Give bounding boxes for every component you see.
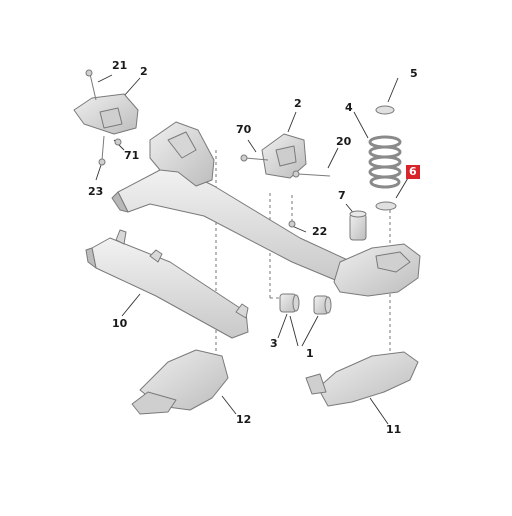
callout-2-middle: 2 bbox=[294, 97, 302, 110]
part-11-right-shield bbox=[305, 351, 419, 407]
part-2-middle-bracket bbox=[240, 133, 331, 228]
callout-12: 12 bbox=[236, 413, 252, 426]
callout-1: 1 bbox=[306, 347, 314, 360]
spring-assembly bbox=[368, 105, 402, 211]
callout-11: 11 bbox=[386, 423, 402, 436]
callout-10: 10 bbox=[112, 317, 128, 330]
bushings bbox=[279, 293, 332, 315]
part-7-bump-stop bbox=[349, 210, 367, 241]
rear-axle-beam bbox=[111, 121, 421, 297]
callout-22: 22 bbox=[312, 225, 328, 238]
callout-5: 5 bbox=[410, 67, 418, 80]
part-2-left-bracket bbox=[73, 69, 139, 166]
part-10-heat-shield bbox=[85, 229, 249, 339]
part-12-left-shield bbox=[131, 349, 229, 415]
callout-21: 21 bbox=[112, 59, 128, 72]
callout-7: 7 bbox=[338, 189, 346, 202]
callout-70: 70 bbox=[236, 123, 252, 136]
callout-71: 71 bbox=[124, 149, 140, 162]
callout-3: 3 bbox=[270, 337, 278, 350]
leader-lines bbox=[95, 74, 409, 425]
callout-2-left: 2 bbox=[140, 65, 148, 78]
callout-23: 23 bbox=[88, 185, 104, 198]
callout-4: 4 bbox=[345, 101, 353, 114]
callout-20: 20 bbox=[336, 135, 352, 148]
callout-6-highlighted: 6 bbox=[406, 165, 420, 179]
